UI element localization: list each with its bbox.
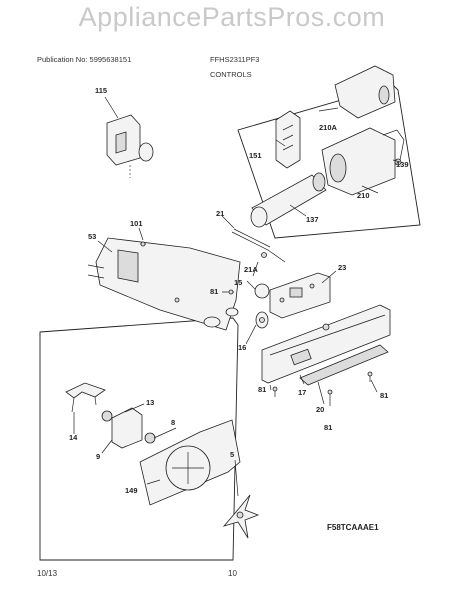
watermark: AppliancePartsPros.com	[78, 2, 386, 32]
model-number: FFHS2311PF3	[210, 55, 260, 64]
part-water-filter-cartridge	[250, 172, 327, 228]
part-lamp-socket	[255, 311, 269, 329]
part-screw-81c	[327, 389, 333, 400]
part-screw-81b	[272, 386, 278, 397]
callout-17: 17	[298, 388, 306, 397]
callout-23: 23	[338, 263, 346, 272]
publication-number: Publication No: 5995638151	[37, 55, 132, 64]
callout-210: 210	[357, 191, 370, 200]
part-screw-101	[140, 241, 146, 247]
callout-53: 53	[88, 232, 96, 241]
footer-date: 10/13	[37, 569, 58, 578]
part-fan-blade	[222, 494, 260, 539]
part-screw-81a	[227, 289, 234, 295]
part-screw-81d	[367, 371, 373, 382]
callout-14: 14	[69, 433, 78, 442]
callout-81-lens: 81	[324, 423, 332, 432]
footer-page: 10	[228, 569, 237, 578]
callout-137: 137	[306, 215, 319, 224]
callout-101: 101	[130, 219, 143, 228]
callout-81-housing-right: 81	[380, 391, 388, 400]
callout-115: 115	[95, 86, 107, 95]
part-capillary-tube	[231, 228, 286, 263]
callout-151: 151	[249, 151, 262, 160]
leader-lines	[73, 96, 401, 497]
section-title: CONTROLS	[210, 70, 252, 79]
part-light-bulb	[254, 283, 270, 299]
callout-210a: 210A	[319, 123, 338, 132]
part-control-lens	[299, 344, 389, 386]
callout-139: 139	[396, 160, 409, 169]
part-filter-head	[321, 127, 405, 196]
figure-code: F58TCAAAE1	[327, 523, 379, 532]
part-fan-shroud	[139, 419, 241, 506]
callout-5: 5	[230, 450, 234, 459]
callout-13: 13	[146, 398, 154, 407]
part-control-housing-front	[261, 304, 391, 384]
part-control-housing	[106, 114, 154, 178]
part-control-board	[269, 272, 331, 319]
part-control-mounting-bracket	[87, 237, 241, 331]
part-motor-bracket	[65, 382, 106, 413]
part-filter-bypass-cap	[275, 110, 301, 169]
callout-149: 149	[125, 486, 138, 495]
part-filter-housing-top	[334, 65, 396, 119]
part-fan-motor	[101, 407, 156, 449]
callout-81-housing-left: 81	[258, 385, 266, 394]
callout-81-bracket: 81	[210, 287, 218, 296]
callout-15: 15	[234, 278, 242, 287]
callout-16: 16	[238, 343, 246, 352]
callout-8: 8	[171, 418, 175, 427]
callout-21: 21	[216, 209, 224, 218]
callout-21a: 21A	[244, 265, 258, 274]
callout-20: 20	[316, 405, 324, 414]
callout-9: 9	[96, 452, 100, 461]
